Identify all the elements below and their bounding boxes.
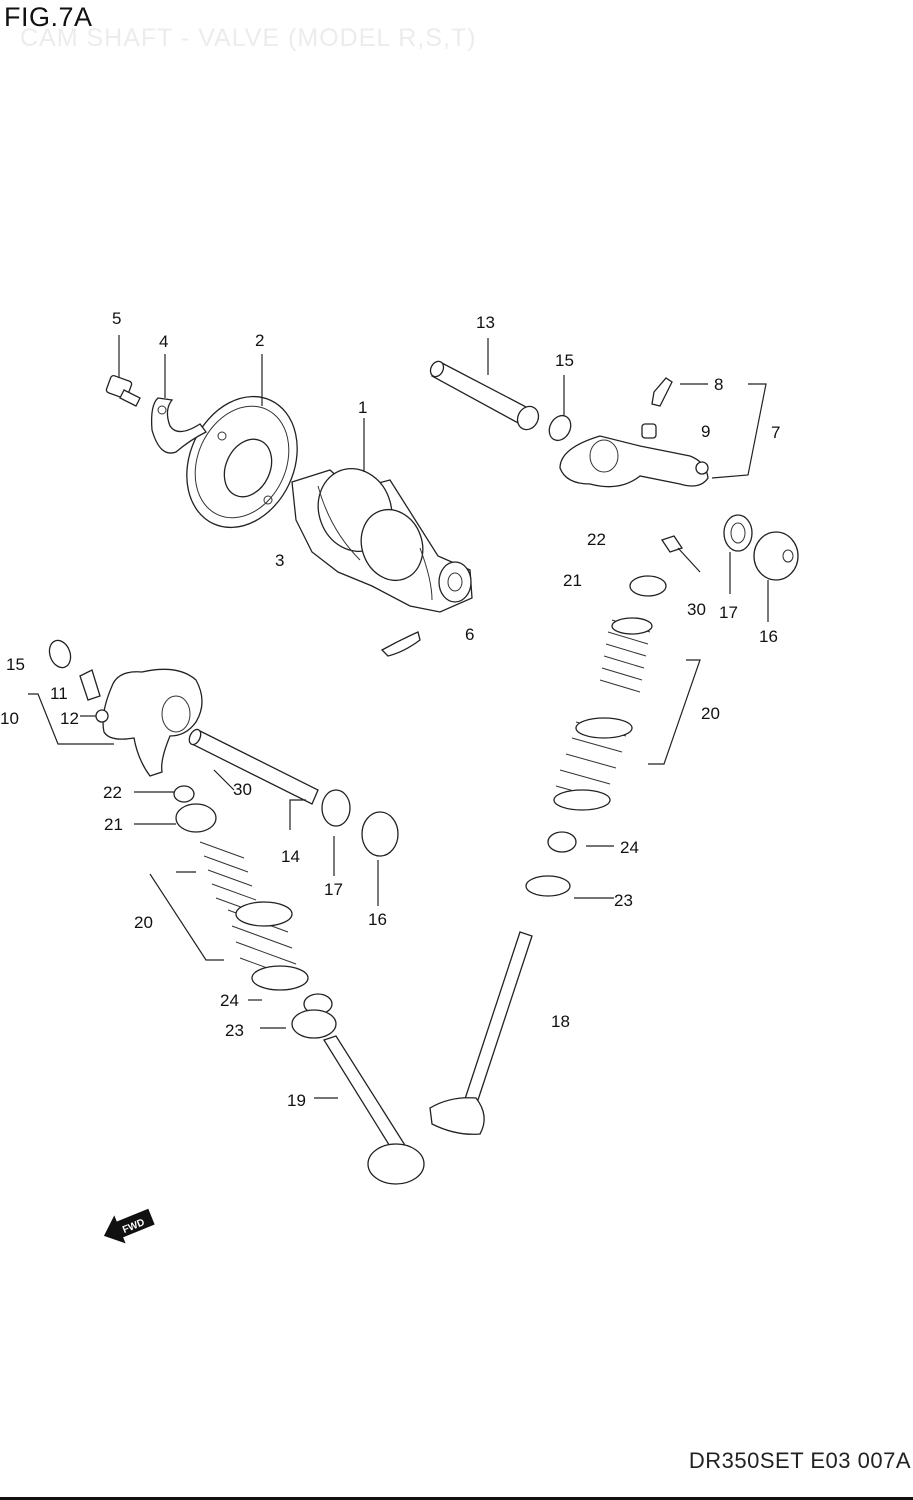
valve-spring-outer-lower — [227, 901, 309, 991]
rocker-arm-upper — [559, 377, 709, 488]
callout-15b: 15 — [555, 351, 574, 370]
adjuster-shim-upper — [660, 535, 684, 553]
callout-20a: 20 — [701, 704, 720, 723]
callout-2: 2 — [255, 331, 264, 350]
callout-30b: 30 — [233, 780, 252, 799]
o-ring-upper — [548, 414, 572, 442]
callout-23a: 23 — [614, 891, 633, 910]
oil-seal-lower — [321, 789, 351, 827]
callout-6: 6 — [465, 625, 474, 644]
oil-seal-upper — [723, 514, 753, 552]
lock-washer — [150, 397, 207, 454]
callout-12: 12 — [60, 709, 79, 728]
callout-24b: 24 — [220, 991, 239, 1010]
rocker-arm-lower — [95, 668, 203, 777]
callout-11: 11 — [50, 684, 68, 703]
callout-13: 13 — [476, 313, 495, 332]
callout-3: 3 — [275, 551, 284, 570]
cap-lower — [361, 811, 399, 857]
leader-lines — [28, 335, 769, 1099]
callout-17b: 17 — [324, 880, 343, 899]
callout-9: 9 — [701, 422, 710, 441]
intake-valve — [323, 1035, 425, 1185]
valve-guide-seal-lower — [291, 1009, 337, 1039]
callout-22b: 22 — [103, 783, 122, 802]
callout-7: 7 — [771, 423, 780, 442]
sprocket-bolt — [105, 374, 141, 407]
callout-14: 14 — [281, 847, 300, 866]
valve-cotter-upper — [629, 575, 667, 597]
callout-16a: 16 — [759, 627, 778, 646]
bottom-border — [0, 1497, 913, 1500]
drawing-code: DR350SET E03 007A — [688, 1448, 911, 1473]
callout-30a: 30 — [687, 600, 706, 619]
figure-subtitle: CAM SHAFT - VALVE (MODEL R,S,T) — [20, 24, 477, 52]
callout-24a: 24 — [620, 838, 639, 857]
valve-spring-inner-upper — [599, 617, 653, 693]
callout-15a: 15 — [6, 655, 25, 674]
callout-23b: 23 — [225, 1021, 244, 1040]
valve-cotter-lower — [175, 803, 217, 833]
callout-21a: 21 — [563, 571, 582, 590]
callout-17a: 17 — [719, 603, 738, 622]
callout-10: 10 — [0, 709, 19, 728]
callout-18: 18 — [551, 1012, 570, 1031]
cap-upper — [753, 531, 799, 581]
spring-seat-upper — [547, 831, 577, 853]
figure-title: FIG.7A — [4, 2, 93, 32]
adjuster-shim-lower — [173, 785, 195, 803]
callout-21b: 21 — [104, 815, 123, 834]
dowel-pin — [380, 631, 421, 657]
o-ring-lower — [48, 639, 72, 669]
rocker-shaft-lower — [188, 728, 319, 805]
exhaust-valve — [429, 931, 533, 1135]
rocker-shaft-upper — [429, 360, 540, 431]
callout-1: 1 — [358, 398, 367, 417]
callout-4: 4 — [159, 332, 168, 351]
callout-22a: 22 — [587, 530, 606, 549]
callout-19: 19 — [287, 1091, 306, 1110]
callout-8: 8 — [714, 375, 723, 394]
cam-sprocket — [186, 395, 298, 529]
camshaft — [291, 468, 473, 613]
valve-spring-inner-lower — [199, 841, 261, 915]
callout-16b: 16 — [368, 910, 387, 929]
valve-guide-seal-upper — [525, 875, 571, 897]
valve-spring-outer-upper — [553, 717, 633, 811]
adjust-screw-lower — [79, 669, 101, 701]
callout-20b: 20 — [134, 913, 153, 932]
forward-direction-arrow: FWD — [103, 1208, 155, 1244]
callout-labels: 1 2 3 4 5 6 7 8 9 10 11 12 13 14 15 15 1… — [0, 309, 780, 1110]
callout-5: 5 — [112, 309, 121, 328]
